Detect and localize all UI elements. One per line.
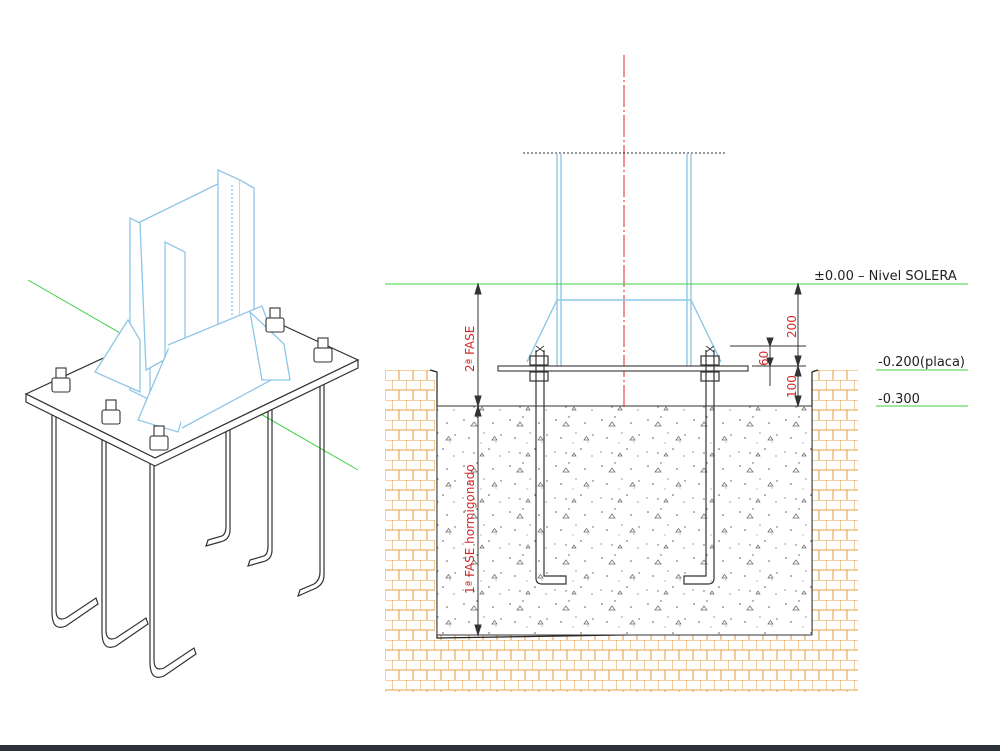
nut-icon bbox=[313, 337, 333, 363]
phase-one-label: 1ª FASE hormigonado bbox=[463, 464, 477, 594]
iso-gussets bbox=[94, 305, 291, 433]
iso-anchor-rods bbox=[51, 378, 325, 678]
dimension-100: 100 bbox=[785, 375, 799, 398]
dimension-200: 200 bbox=[785, 315, 799, 338]
nut-icon bbox=[149, 425, 169, 451]
level-zero-label: ±0.00 – Nivel SOLERA bbox=[814, 269, 957, 284]
section-view: ±0.00 – Nivel SOLERA -0.200(placa) -0.30… bbox=[385, 55, 968, 692]
concrete-fill bbox=[436, 405, 813, 636]
section-column bbox=[523, 152, 725, 368]
level-lines bbox=[385, 283, 968, 407]
phase-dimension bbox=[470, 282, 486, 637]
phase-two-label: 2ª FASE bbox=[463, 326, 477, 372]
nut-icon bbox=[101, 399, 121, 425]
iso-nuts bbox=[51, 307, 333, 451]
dimension-chain bbox=[730, 282, 806, 408]
bottom-border bbox=[0, 745, 1000, 751]
soil-hatch bbox=[385, 370, 858, 692]
dimension-60: 60 bbox=[757, 351, 771, 366]
isometric-view bbox=[24, 168, 360, 678]
section-base-plate bbox=[497, 365, 749, 372]
level-bottom-label: -0.300 bbox=[878, 392, 920, 407]
section-anchor-bolts bbox=[529, 345, 720, 585]
nut-icon bbox=[265, 307, 285, 333]
level-plate-label: -0.200(placa) bbox=[878, 355, 965, 370]
nut-icon bbox=[51, 367, 71, 393]
